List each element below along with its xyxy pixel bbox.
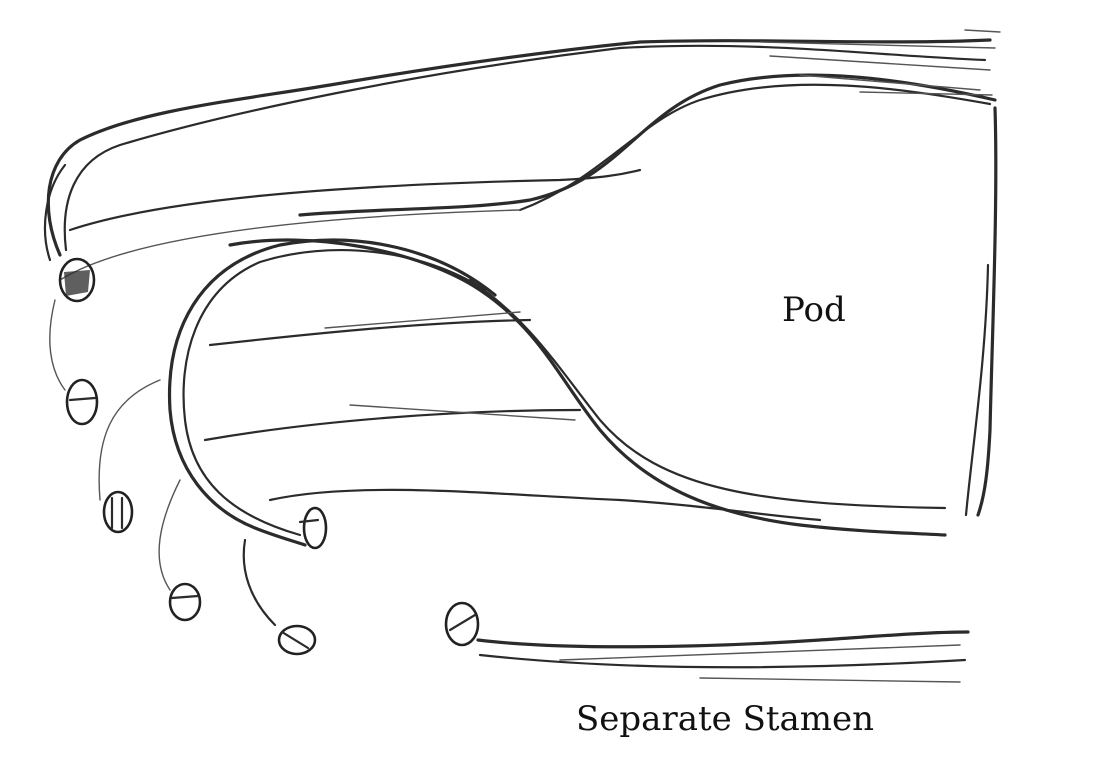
anther-lower-middle xyxy=(279,626,315,654)
anther-left-3 xyxy=(104,492,132,532)
pod-upper-inner-curve xyxy=(300,75,995,215)
separate-stamen-label: Separate Stamen xyxy=(576,699,874,739)
anther-top-left xyxy=(60,259,94,301)
stamen-filaments xyxy=(45,165,820,625)
anther-c-curve-end xyxy=(300,508,326,548)
anther-left-2 xyxy=(67,380,97,424)
anther-left-4 xyxy=(170,584,200,620)
filament-left-2 xyxy=(99,380,160,500)
pod-outline xyxy=(48,30,1000,535)
pod-lower-curve-2 xyxy=(470,280,945,508)
pod-top-outer-edge xyxy=(48,40,990,255)
separate-stamen xyxy=(446,603,968,682)
separate-stamen-filament-2 xyxy=(480,655,965,667)
filament-left-4 xyxy=(244,540,275,625)
filament-left-3 xyxy=(159,480,180,590)
filament-c-curve xyxy=(170,240,495,545)
pod-label: Pod xyxy=(782,290,846,330)
separate-stamen-filament xyxy=(478,632,968,647)
pod-upper-inner-curve-2 xyxy=(520,85,990,210)
pod-top-outer-edge-3 xyxy=(760,30,1000,70)
filament-5 xyxy=(205,410,580,440)
filament-1 xyxy=(70,170,640,230)
filament-2 xyxy=(60,210,520,280)
filament-7 xyxy=(270,490,820,520)
filament-left-1 xyxy=(50,300,65,390)
